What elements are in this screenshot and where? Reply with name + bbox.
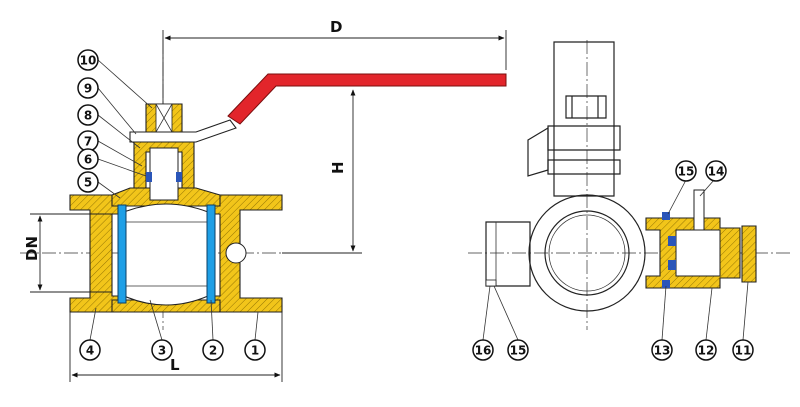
svg-text:1: 1 — [251, 344, 259, 358]
svg-text:11: 11 — [735, 344, 752, 358]
svg-text:4: 4 — [86, 344, 94, 358]
handle-plate — [129, 119, 237, 143]
callout-2: 2 — [202, 339, 224, 361]
svg-text:6: 6 — [84, 153, 92, 167]
dimension-dn: DN — [23, 236, 41, 261]
side-view — [468, 40, 790, 341]
callout-13: 13 — [651, 339, 673, 361]
svg-text:14: 14 — [708, 165, 725, 179]
side-knob — [741, 225, 757, 283]
callout-8: 8 — [77, 104, 99, 126]
ball — [123, 203, 209, 306]
body-bore — [544, 210, 630, 296]
callout-14: 14 — [705, 160, 727, 182]
callout-3: 3 — [151, 339, 173, 361]
callouts-right: 15 14 16 15 13 12 11 — [472, 160, 754, 361]
dimension-d: D — [330, 18, 342, 36]
body-left-end — [69, 194, 119, 313]
svg-text:15: 15 — [678, 165, 695, 179]
callout-11: 11 — [732, 339, 754, 361]
svg-text:16: 16 — [475, 344, 492, 358]
callout-4: 4 — [79, 339, 101, 361]
stem-nut — [133, 139, 195, 189]
svg-text:15: 15 — [510, 344, 527, 358]
stem — [149, 147, 179, 201]
svg-text:13: 13 — [654, 344, 671, 358]
body-right-end — [213, 194, 283, 313]
svg-text:12: 12 — [698, 344, 715, 358]
callout-15-bottom: 15 — [507, 339, 529, 361]
svg-text:9: 9 — [84, 82, 92, 96]
callout-1: 1 — [244, 339, 266, 361]
section-view: D H DN L — [20, 18, 507, 382]
svg-text:8: 8 — [84, 109, 92, 123]
svg-text:3: 3 — [158, 344, 166, 358]
callout-16: 16 — [472, 339, 494, 361]
dimension-h: H — [329, 161, 347, 174]
callouts-left: 10 9 8 7 6 5 4 3 2 1 — [77, 49, 266, 361]
callout-15-top: 15 — [675, 160, 697, 182]
seat-left — [117, 204, 127, 304]
handle-box — [553, 41, 615, 197]
dimension-l: L — [170, 356, 180, 374]
svg-text:10: 10 — [80, 54, 97, 68]
svg-text:7: 7 — [84, 135, 92, 149]
svg-text:2: 2 — [209, 344, 217, 358]
callout-6: 6 — [77, 148, 99, 170]
lever-handle — [227, 73, 507, 125]
callout-9: 9 — [77, 77, 99, 99]
callout-7: 7 — [77, 130, 99, 152]
seat-right — [206, 204, 216, 304]
body-round-outer — [528, 194, 646, 312]
callout-5: 5 — [77, 171, 99, 193]
callout-10: 10 — [77, 49, 99, 71]
svg-text:5: 5 — [84, 176, 92, 190]
callout-12: 12 — [695, 339, 717, 361]
